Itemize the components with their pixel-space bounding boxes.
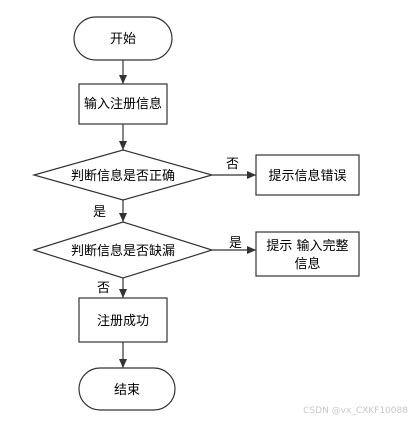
end-terminal xyxy=(78,367,176,411)
end-label: 结束 xyxy=(114,383,140,398)
error-prompt-label: 提示信息错误 xyxy=(268,168,346,184)
complete-prompt-line2: 信息 xyxy=(294,256,320,272)
complete-prompt-box xyxy=(255,231,360,277)
start-terminal xyxy=(73,16,173,61)
check-missing-decision xyxy=(32,221,214,279)
success-process-label: 注册成功 xyxy=(97,314,149,329)
edge-label-yes-missing: 是 xyxy=(229,236,242,251)
edge-label-yes-correct: 是 xyxy=(93,205,106,220)
edge-label-no-incorrect: 否 xyxy=(226,157,239,172)
start-label: 开始 xyxy=(110,32,136,47)
watermark-text: CSDN @vx_CXKF10088 xyxy=(303,406,408,416)
success-process-box xyxy=(78,297,168,343)
check-correct-label: 判断信息是否正确 xyxy=(71,168,175,184)
input-process-label: 输入注册信息 xyxy=(84,96,162,112)
check-missing-label: 判断信息是否缺漏 xyxy=(71,243,175,259)
edge-label-no-missing: 否 xyxy=(97,281,110,296)
input-process-box xyxy=(78,83,168,125)
error-prompt-box xyxy=(255,154,360,196)
check-correct-decision xyxy=(31,149,215,201)
complete-prompt-line1: 提示 输入完整 xyxy=(266,238,348,254)
